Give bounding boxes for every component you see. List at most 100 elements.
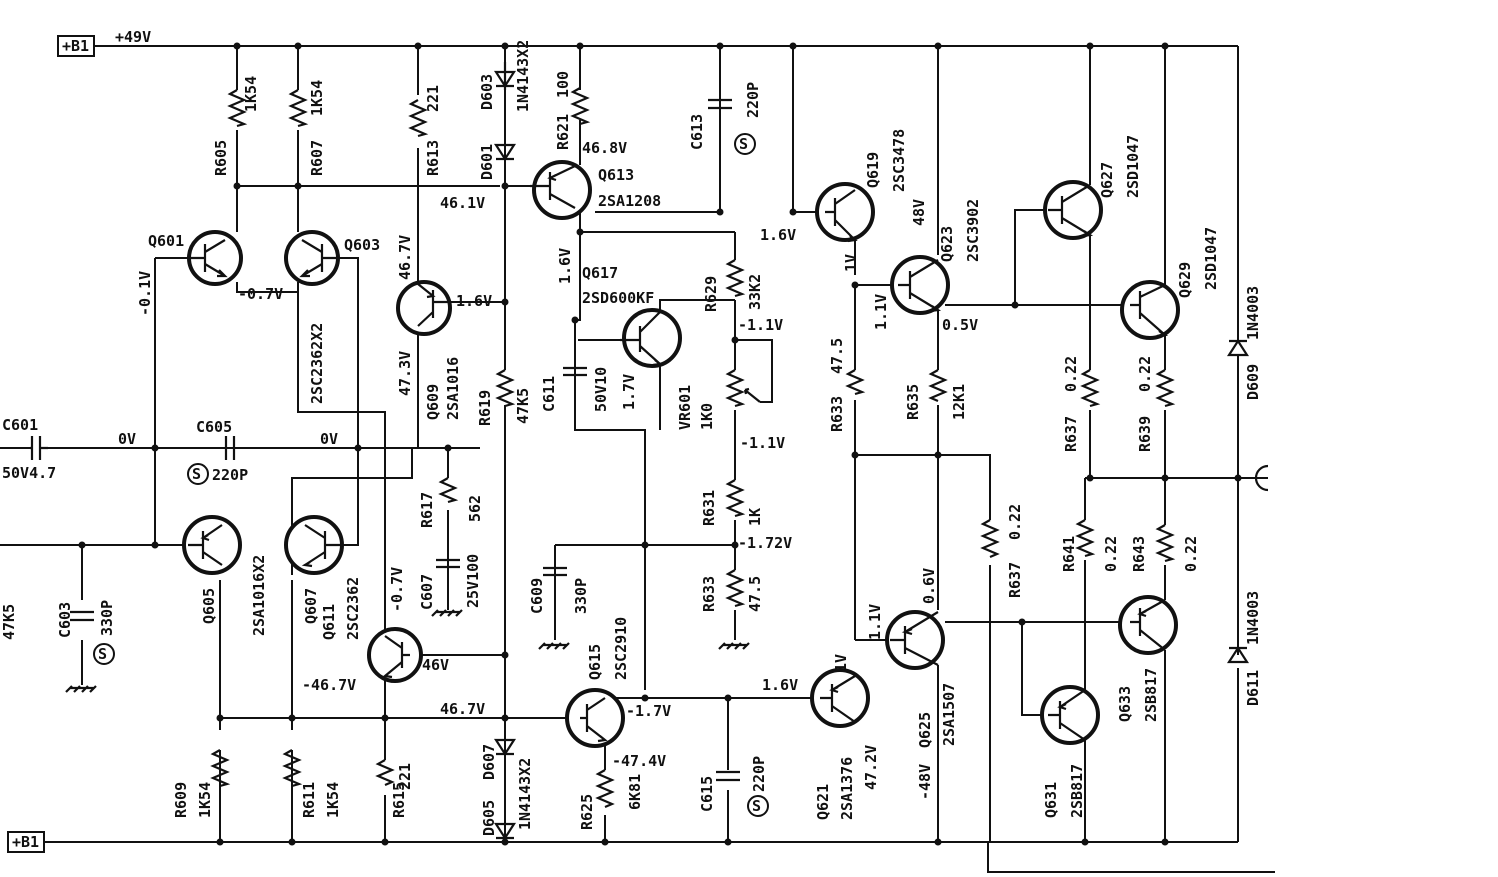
label-d611-ref: D611 [1244, 670, 1262, 706]
label-q633-ref: Q633 [1116, 686, 1134, 722]
transistor-q621 [810, 668, 870, 728]
label-q615-ref: Q615 [586, 644, 604, 680]
label-r619-value: 47K5 [514, 388, 532, 424]
resistor-r607 [288, 89, 309, 128]
label-vr601-value: 1K0 [698, 403, 716, 430]
voltage-vr-top: -1.1V [738, 316, 783, 334]
capacitor-c605 [224, 436, 236, 460]
voltage-q625-emit: 0.6V [920, 568, 938, 604]
label-r625-value: 33K2 [746, 274, 764, 310]
resistor-r631 [845, 369, 866, 396]
label-r639-ref: R639 [1136, 416, 1154, 452]
transistor-q607 [284, 515, 344, 575]
diode-d607 [493, 738, 517, 757]
resistor-r633 [928, 369, 948, 403]
label-c609-value: 330P [572, 578, 590, 614]
label-d611-part: 1N4003 [1244, 591, 1262, 645]
voltage-q609-col: 1.6V [456, 292, 492, 310]
label-q615-part: 2SC2910 [612, 617, 630, 680]
transistor-q613 [530, 160, 592, 220]
safety-mark: S [752, 797, 761, 815]
label-r617-ref: R617 [418, 492, 436, 528]
capacitor-c613 [708, 98, 732, 110]
label-r629-ref: R633 [700, 576, 718, 612]
voltage-q615-col: -1.7V [626, 702, 671, 720]
resistor-r641 [1075, 519, 1096, 558]
label-r623-value: 6K81 [626, 774, 644, 810]
voltage-q621-base: 1.6V [762, 676, 798, 694]
label-c603-value: 330P [98, 600, 116, 636]
label-r641-ref: R641 [1060, 536, 1078, 572]
label-r643-value: 0.22 [1182, 536, 1200, 572]
label-c603-ref: C603 [56, 602, 74, 638]
label-c615-value: 220P [750, 756, 768, 792]
safety-marks: S S S S [93, 133, 769, 817]
resistor-r613 [408, 99, 429, 138]
voltage-q625-base: 1.1V [866, 604, 884, 640]
capacitor-c611 [563, 366, 587, 377]
resistor-r615 [375, 759, 395, 787]
transistor-q633 [1118, 595, 1178, 655]
label-r631-ref: R633 [828, 396, 846, 432]
rail-tags: +B1 +49V +B1 [7, 28, 1269, 853]
resistor-r625 [725, 259, 746, 298]
label-r633-value: 12K1 [950, 384, 968, 420]
resistor-r609 [210, 749, 231, 788]
label-vr601-ref: VR601 [676, 385, 694, 430]
label-q625-part: 2SA1507 [940, 683, 958, 746]
resistor-r643 [1155, 524, 1176, 563]
label-q623-ref: Q623 [938, 226, 956, 262]
transistor-q603 [284, 230, 340, 286]
label-r635-ref: R637 [1006, 562, 1024, 598]
label-r627-ref: R631 [700, 490, 718, 526]
label-q627-ref: Q627 [1098, 162, 1116, 198]
label-r611-value: 1K54 [324, 782, 342, 818]
label-c615-ref: C615 [698, 776, 716, 812]
diode-symbols [493, 62, 1250, 841]
label-c605-value: 220P [212, 466, 248, 484]
ground-symbols [65, 609, 750, 693]
resistor-r619 [495, 369, 516, 408]
label-q621-ref: Q621 [814, 784, 832, 820]
transistor-q605 [182, 515, 242, 575]
label-r615-ref: R615 [390, 782, 408, 818]
label-q631-part: 2SB817 [1068, 764, 1086, 818]
label-q605-ref: Q605 [200, 588, 218, 624]
voltage-q609-base: 47.3V [396, 351, 414, 396]
edge-label: 47K5 [0, 604, 18, 640]
voltage-q623-emit: 0.5V [942, 316, 978, 334]
transistor-q631 [1040, 685, 1100, 745]
label-d607-ref: D607 [480, 744, 498, 780]
voltage-q609-emit: 46.7V [396, 235, 414, 280]
label-c611-value: 50V10 [592, 367, 610, 412]
voltage-q621-col: 47.2V [862, 745, 880, 790]
capacitor-c615 [716, 770, 740, 782]
safety-mark: S [192, 465, 201, 483]
label-c601-value: 50V4.7 [2, 464, 56, 482]
resistor-r639 [1155, 369, 1176, 408]
label-q629-part: 2SD1047 [1202, 227, 1220, 290]
ground-icon [431, 609, 463, 617]
label-r605-value: 1K54 [242, 76, 260, 112]
diode-d611 [1226, 645, 1250, 664]
capacitor-c603 [70, 610, 94, 622]
label-r635-value: 0.22 [1006, 504, 1024, 540]
label-q613-part: 2SA1208 [598, 192, 661, 210]
label-q633-part: 2SB817 [1142, 668, 1160, 722]
label-r615-value: 221 [396, 763, 414, 790]
label-q623-part: 2SC3902 [964, 199, 982, 262]
ground-icon [718, 642, 750, 650]
transistor-q625 [885, 610, 945, 670]
label-r611-ref: R611 [300, 782, 318, 818]
label-r607-ref: R607 [308, 140, 326, 176]
label-q627-part: 2SD1047 [1124, 135, 1142, 198]
label-c607-value: 25V100 [464, 554, 482, 608]
voltage-q611-emit: 46V [422, 656, 449, 674]
label-r637-value: 0.22 [1062, 356, 1080, 392]
resistor-r627 [725, 479, 746, 518]
transistor-q615 [565, 688, 625, 748]
resistor-r629 [725, 569, 746, 608]
ground-icon [65, 685, 97, 693]
capacitor-c609 [543, 566, 567, 577]
label-r639-value: 0.22 [1136, 356, 1154, 392]
